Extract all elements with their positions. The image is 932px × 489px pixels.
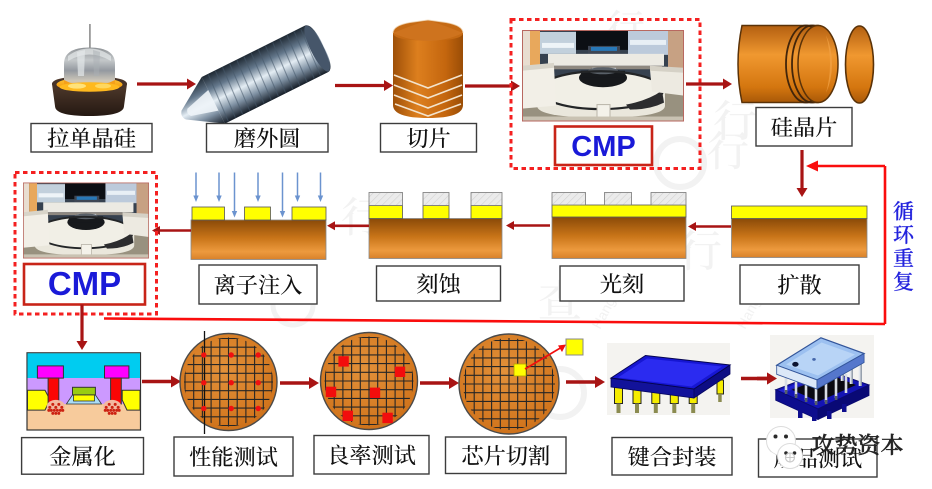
svg-text:CMP: CMP bbox=[48, 265, 121, 302]
svg-text:CMP: CMP bbox=[571, 131, 635, 163]
